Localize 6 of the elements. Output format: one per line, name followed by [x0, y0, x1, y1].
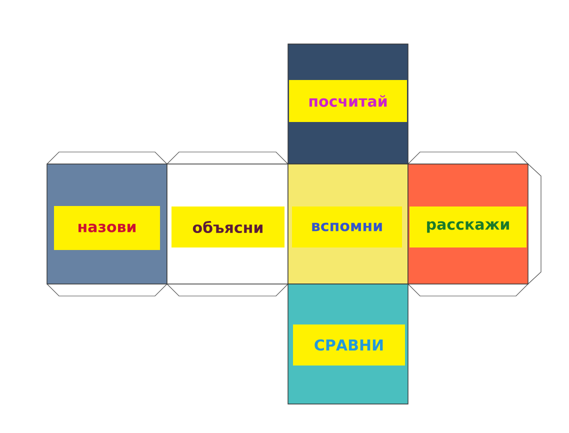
- word-label: вспомни: [292, 206, 402, 248]
- word-label: СРАВНИ: [293, 324, 405, 366]
- word-label: посчитай: [289, 80, 407, 122]
- word-label: расскажи: [410, 206, 526, 248]
- word-label: объясни: [172, 206, 284, 248]
- word-label: назови: [54, 206, 160, 250]
